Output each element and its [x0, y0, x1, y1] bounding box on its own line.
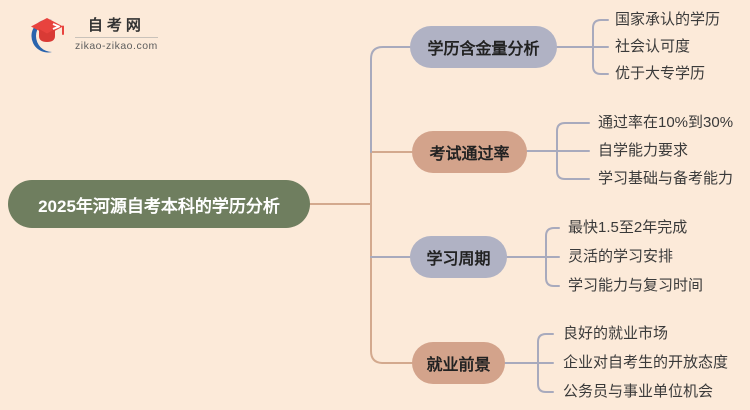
branch-node-tongguolv: 考试通过率	[412, 131, 527, 173]
branch-node-zhouqi: 学习周期	[410, 236, 507, 278]
logo-divider	[75, 36, 158, 38]
leaf-node: 良好的就业市场	[563, 325, 669, 342]
branch-node-hanjinliang: 学历含金量分析	[410, 26, 557, 68]
site-name: 自考网	[87, 16, 145, 34]
branch-node-qianjing: 就业前景	[412, 342, 505, 384]
logo-text-block: 自考网 zikao-zikao.com	[75, 17, 158, 52]
leaf-node: 学习能力与复习时间	[568, 277, 704, 294]
leaf-node: 通过率在10%到30%	[598, 114, 734, 131]
leaf-node: 公务员与事业单位机会	[563, 383, 714, 400]
leaf-node: 企业对自考生的开放态度	[563, 354, 729, 371]
site-url: zikao-zikao.com	[75, 39, 158, 52]
site-logo: 自考网 zikao-zikao.com	[26, 13, 158, 55]
leaf-node: 社会认可度	[615, 38, 691, 55]
central-topic-node: 2025年河源自考本科的学历分析	[8, 180, 310, 228]
leaf-node: 优于大专学历	[615, 65, 706, 82]
leaf-node: 国家承认的学历	[615, 11, 721, 28]
leaf-node: 学习基础与备考能力	[598, 170, 734, 187]
leaf-node: 自学能力要求	[598, 142, 689, 159]
graduation-cap-icon	[31, 18, 64, 53]
leaf-node: 灵活的学习安排	[568, 248, 674, 265]
leaf-node: 最快1.5至2年完成	[568, 219, 688, 236]
